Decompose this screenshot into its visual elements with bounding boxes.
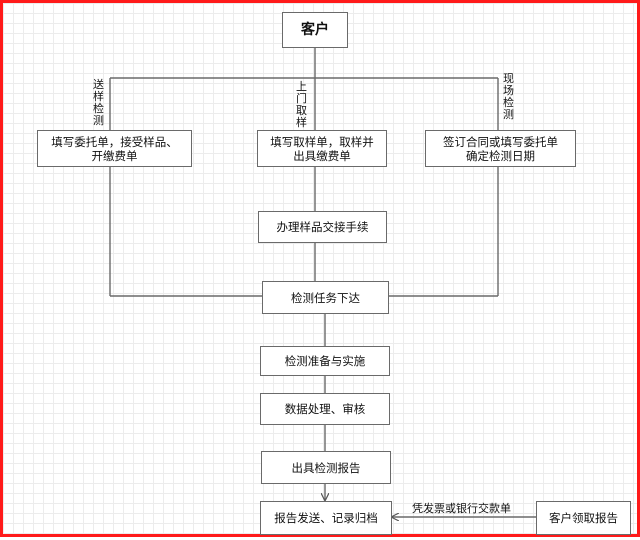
node-fill-sampling-form: 填写取样单，取样并 出具缴费单 xyxy=(257,130,387,167)
node-data-processing: 数据处理、审核 xyxy=(260,393,390,425)
node-customer-pickup: 客户领取报告 xyxy=(536,501,631,535)
node-sample-handover: 办理样品交接手续 xyxy=(258,211,387,243)
node-send-report: 报告发送、记录归档 xyxy=(260,501,392,535)
edge-label-field-test: 现场检测 xyxy=(503,72,514,121)
node-client: 客户 xyxy=(282,12,348,48)
edge-label-onsite-sampling: 上门取样 xyxy=(296,80,307,129)
flowchart-connectors xyxy=(109,48,536,540)
node-fill-delivery-form: 填写委托单，接受样品、 开缴费单 xyxy=(37,130,192,167)
edge-label-invoice: 凭发票或银行交款单 xyxy=(412,502,511,515)
edge-label-delivery: 送样检测 xyxy=(93,78,104,127)
node-issue-report: 出具检测报告 xyxy=(261,451,391,484)
node-sign-contract: 签订合同或填写委托单 确定检测日期 xyxy=(425,130,576,167)
node-task-assignment: 检测任务下达 xyxy=(262,281,389,314)
node-test-preparation: 检测准备与实施 xyxy=(260,346,390,376)
